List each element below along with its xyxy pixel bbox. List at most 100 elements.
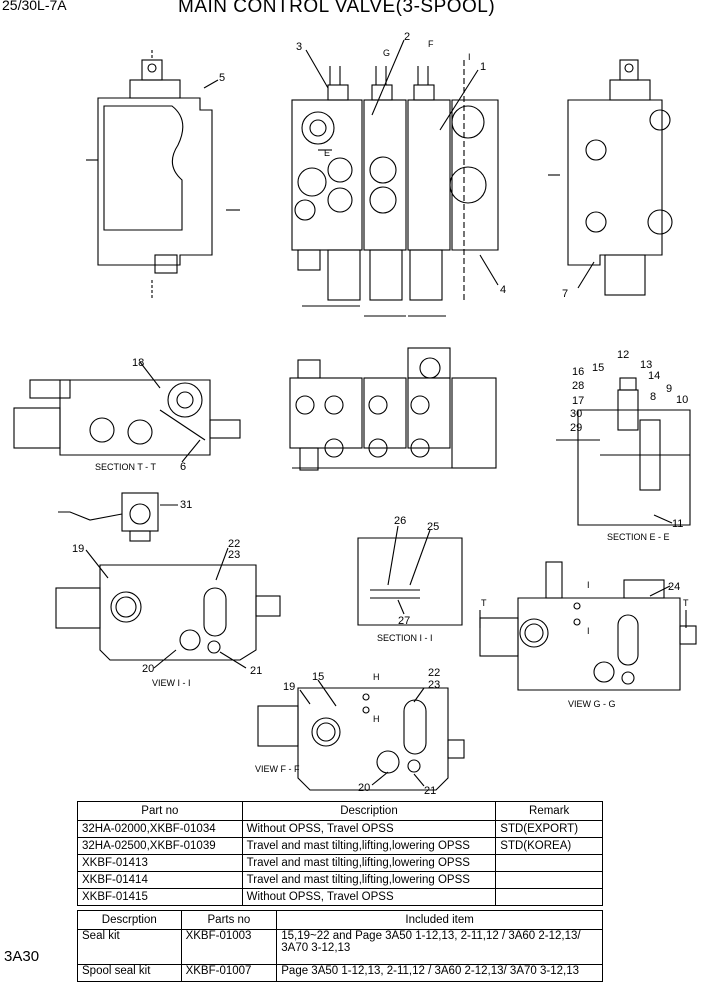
view-gg: 24 T T I I VIEW G - G <box>479 561 697 709</box>
cell-description: Travel and mast tilting,lifting,lowering… <box>241 871 497 889</box>
callout-23: 23 <box>228 549 240 561</box>
cut-label-h-top: H <box>373 672 380 682</box>
front-view-center: 3 2 1 4 G F E I <box>291 31 506 317</box>
callout-27: 27 <box>398 615 410 627</box>
callout-17: 17 <box>572 395 584 407</box>
included-item-line-2: 3A70 3-12,13 <box>281 942 351 954</box>
callout-22: 22 <box>228 538 240 550</box>
caption-section-ii: SECTION I - I <box>377 633 433 643</box>
table-header-row: Descrption Parts no Included item <box>77 910 603 930</box>
callout-4: 4 <box>500 284 506 296</box>
callout-31: 31 <box>180 499 192 511</box>
side-view-left: 5 <box>86 50 240 300</box>
callout-19-ff: 19 <box>283 681 295 693</box>
callout-10: 10 <box>676 394 688 406</box>
callout-8: 8 <box>650 391 656 403</box>
callout-3: 3 <box>296 41 302 53</box>
cell-remark <box>495 888 603 906</box>
cell-remark: STD(KOREA) <box>495 837 603 855</box>
cut-label-t-right: T <box>683 598 689 608</box>
table-row: XKBF-01413 Travel and mast tilting,lifti… <box>77 854 603 872</box>
cell-part-no: XKBF-01415 <box>77 888 243 906</box>
cell-remark: STD(EXPORT) <box>495 820 603 838</box>
callout-5: 5 <box>219 72 225 84</box>
cut-label-i-bottom: I <box>587 626 590 636</box>
cell-parts-no: XKBF-01003 <box>180 929 278 965</box>
included-item-line-1: 15,19~22 and Page 3A50 1-12,13, 2-11,12 … <box>281 930 581 942</box>
callout-28: 28 <box>572 380 584 392</box>
header-description: Description <box>241 801 497 821</box>
callout-11: 11 <box>672 518 683 530</box>
cell-part-no: XKBF-01414 <box>77 871 243 889</box>
table-row: Seal kit XKBF-01003 15,19~22 and Page 3A… <box>77 929 603 965</box>
callout-1: 1 <box>480 61 486 73</box>
callout-15: 15 <box>592 362 604 374</box>
header-remark: Remark <box>495 801 603 821</box>
header-parts-no: Parts no <box>180 910 278 930</box>
callout-6: 6 <box>180 461 186 473</box>
table-row: Spool seal kit XKBF-01007 Page 3A50 1-12… <box>77 964 603 982</box>
view-ii: 31 19 22 23 20 21 VIEW I - I <box>55 492 281 688</box>
cell-included-item: 15,19~22 and Page 3A50 1-12,13, 2-11,12 … <box>276 929 603 965</box>
page-code: 3A30 <box>4 948 40 965</box>
header-description: Descrption <box>77 910 182 930</box>
callout-19: 19 <box>72 543 84 555</box>
table-row: XKBF-01414 Travel and mast tilting,lifti… <box>77 871 603 889</box>
cell-remark <box>495 854 603 872</box>
table-row: 32HA-02000,XKBF-01034 Without OPSS, Trav… <box>77 820 603 838</box>
callout-2: 2 <box>404 31 410 43</box>
callout-24: 24 <box>668 581 680 593</box>
callout-20-ff: 20 <box>358 782 370 794</box>
cell-description: Travel and mast tilting,lifting,lowering… <box>241 837 497 855</box>
kit-table: Descrption Parts no Included item Seal k… <box>77 910 603 982</box>
section-tt: 18 6 SECTION T - T <box>13 357 241 473</box>
cell-part-no: 32HA-02500,XKBF-01039 <box>77 837 243 855</box>
callout-21: 21 <box>250 665 262 677</box>
callout-26: 26 <box>394 515 406 527</box>
callout-21-ff: 21 <box>424 785 436 797</box>
section-ee: 12 13 14 15 16 28 17 30 29 8 9 10 11 SEC… <box>556 349 691 542</box>
view-ff: 15 H H 22 23 19 20 21 VIEW F - F <box>255 667 465 797</box>
header-part-no: Part no <box>77 801 243 821</box>
callout-9: 9 <box>666 383 672 395</box>
front-view-middle <box>289 347 497 471</box>
cell-remark <box>495 871 603 889</box>
cut-label-i: I <box>468 52 471 62</box>
callout-20: 20 <box>142 663 154 675</box>
callout-25: 25 <box>427 521 439 533</box>
callout-22-ff: 22 <box>428 667 440 679</box>
cell-description: Without OPSS, Travel OPSS <box>241 888 497 906</box>
section-ii: 26 25 27 SECTION I - I <box>357 515 463 643</box>
callout-16: 16 <box>572 366 584 378</box>
callout-7: 7 <box>562 288 568 300</box>
table-row: XKBF-01415 Without OPSS, Travel OPSS <box>77 888 603 906</box>
callout-13: 13 <box>640 359 652 371</box>
caption-section-ee: SECTION E - E <box>607 532 670 542</box>
cut-label-f: F <box>428 39 434 49</box>
header-included-item: Included item <box>276 910 603 930</box>
model-code: 25/30L-7A <box>2 0 67 13</box>
cell-part-no: 32HA-02000,XKBF-01034 <box>77 820 243 838</box>
callout-29: 29 <box>570 422 582 434</box>
caption-view-ff: VIEW F - F <box>255 764 300 774</box>
cell-included-item: Page 3A50 1-12,13, 2-11,12 / 3A60 2-12,1… <box>276 964 603 982</box>
side-view-right: 7 <box>548 59 673 300</box>
cell-description: Seal kit <box>77 929 182 965</box>
callout-14: 14 <box>648 370 660 382</box>
cut-label-i-top: I <box>587 580 590 590</box>
cut-label-e: E <box>324 148 330 158</box>
parts-table: Part no Description Remark 32HA-02000,XK… <box>77 801 603 906</box>
caption-section-tt: SECTION T - T <box>95 462 157 472</box>
callout-12: 12 <box>617 349 629 361</box>
callout-23-ff: 23 <box>428 679 440 691</box>
cell-description: Spool seal kit <box>77 964 182 982</box>
cell-description: Travel and mast tilting,lifting,lowering… <box>241 854 497 872</box>
caption-view-gg: VIEW G - G <box>568 699 616 709</box>
callout-15-ff: 15 <box>312 671 324 683</box>
cut-label-h-bottom: H <box>373 714 380 724</box>
cut-label-g: G <box>383 48 390 58</box>
table-row: 32HA-02500,XKBF-01039 Travel and mast ti… <box>77 837 603 855</box>
cut-label-t-left: T <box>481 598 487 608</box>
cell-parts-no: XKBF-01007 <box>180 964 278 982</box>
cell-part-no: XKBF-01413 <box>77 854 243 872</box>
